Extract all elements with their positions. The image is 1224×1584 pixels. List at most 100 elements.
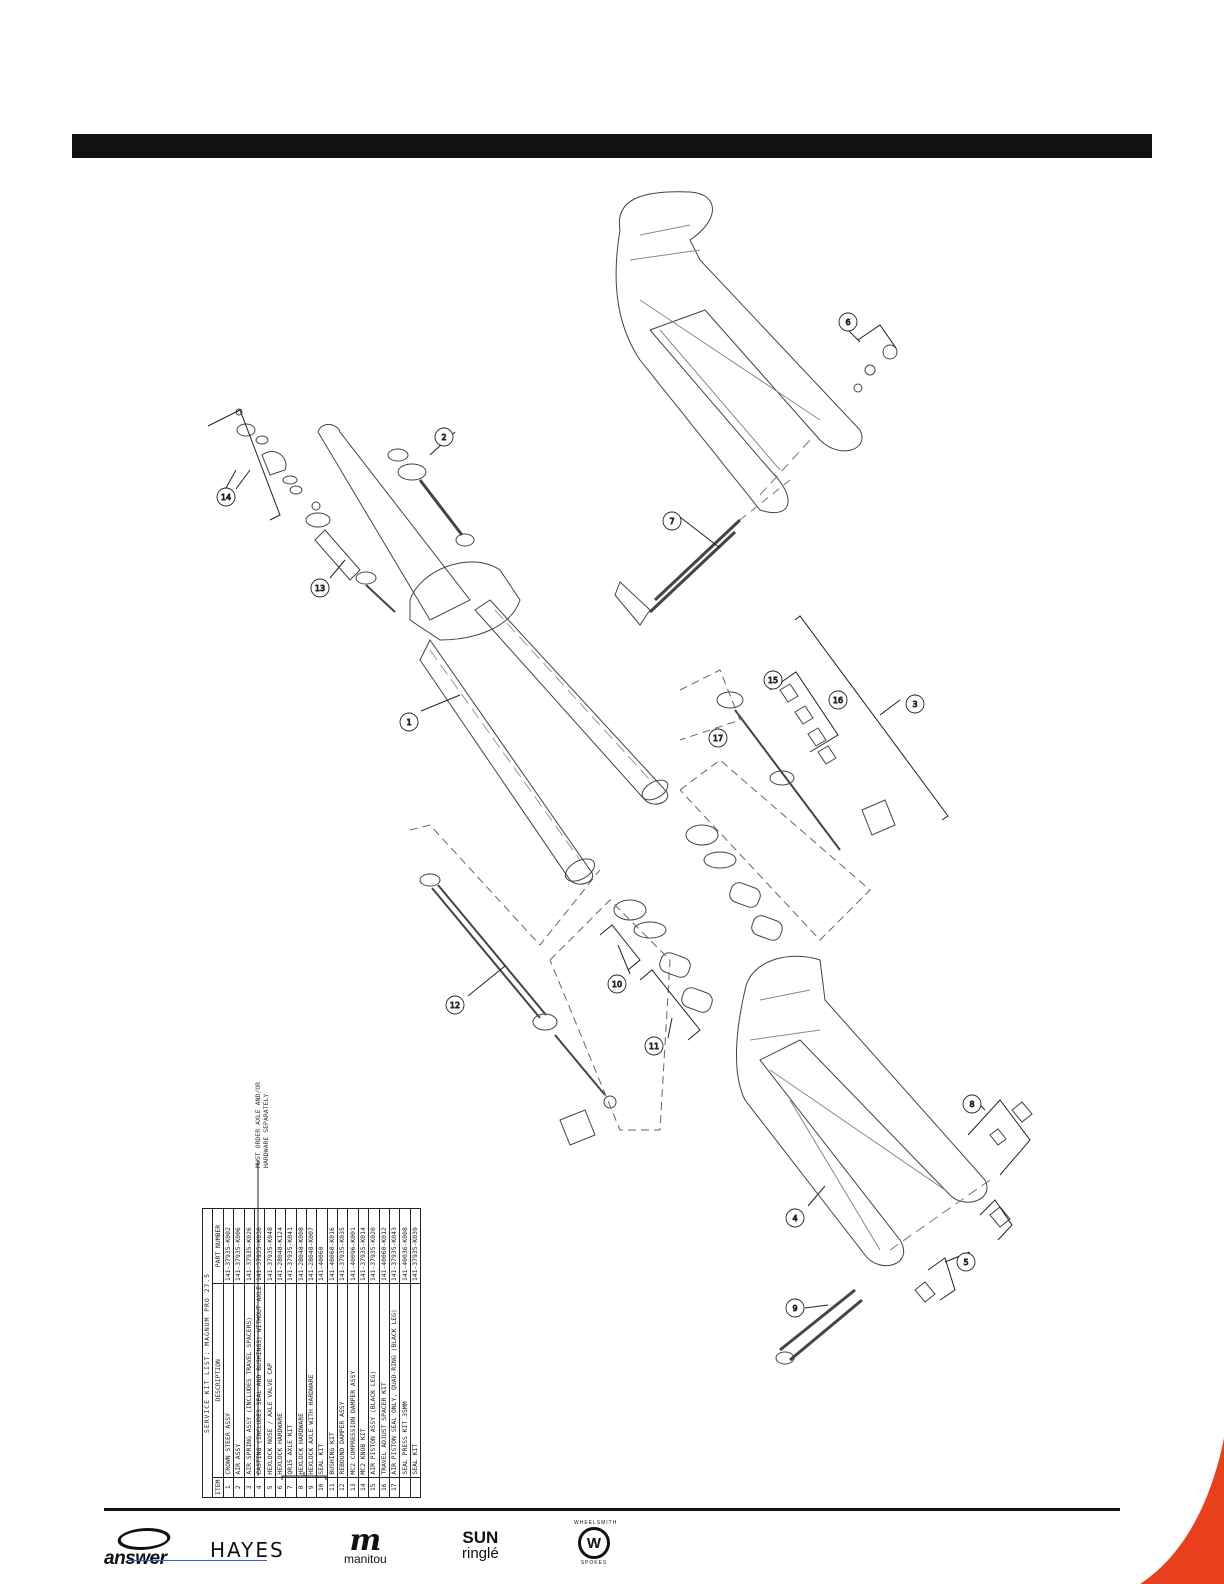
lower-leg-casting-top (615, 191, 863, 514)
table-cell-item: 2 (233, 1477, 245, 1498)
table-cell-item: 9 (306, 1477, 317, 1498)
svg-text:9: 9 (792, 1304, 797, 1313)
air-assy (387, 448, 475, 547)
callout-15: 15 (763, 670, 783, 690)
table-cell-item: 7 (285, 1477, 297, 1498)
svg-text:12: 12 (450, 1001, 460, 1010)
sun-ringle-logo: SUN ringlé (462, 1529, 499, 1562)
table-cell-description: MC2 COMPRESSION DAMPER ASSY (347, 1283, 359, 1478)
table-cell-description: MC2 KNOB KIT (358, 1283, 369, 1478)
answer-wordmark: answer (104, 1548, 167, 1569)
header-description: DESCRIPTION (212, 1283, 224, 1478)
table-cell-description: REBOUND DAMPER ASSY (337, 1283, 348, 1478)
svg-text:16: 16 (833, 696, 843, 705)
table-cell-item (410, 1477, 421, 1498)
table-cell-item: 11 (327, 1477, 338, 1498)
wheelsmith-bottom-text: SPOKES (580, 1560, 608, 1566)
svg-text:8: 8 (969, 1100, 974, 1109)
table-title: SERVICE KIT LIST: MAGNUM PRO 27.5 (202, 1208, 213, 1498)
table-cell-item: 12 (337, 1477, 348, 1498)
air-spring-assy (716, 683, 896, 851)
table-cell-part: 141-40060-K016 (327, 1208, 338, 1284)
crown-steer-assy (317, 424, 669, 885)
leader-lines (235, 431, 971, 1309)
table-cell-item: 17 (389, 1477, 400, 1498)
table-cell-item: 6 (275, 1477, 286, 1498)
table-cell-description: QR15 AXLE KIT (285, 1283, 297, 1478)
table-cell-description: HEXLOCK AXLE WITH HARDWARE (306, 1283, 317, 1478)
header-part-number: PART NUMBER (212, 1208, 224, 1284)
rebound-damper (419, 873, 617, 1146)
table-cell-part: 141-40060-K012 (379, 1208, 390, 1284)
callout-4: 4 (785, 1208, 805, 1228)
table-cell-item: 3 (244, 1477, 255, 1498)
svg-text:2: 2 (441, 433, 446, 442)
table-cell-description: CASTING (INCLUDES SEAL AND BUSHINGS) WIT… (254, 1283, 265, 1478)
leader-brackets (207, 324, 1031, 1301)
table-cell-description: AIR PISTON SEAL ONLY, QUAD-RING (BLACK L… (389, 1283, 400, 1478)
manitou-mark: m (349, 1523, 382, 1558)
lower-leg-casting (736, 955, 991, 1267)
answer-mark-icon (113, 1528, 175, 1550)
table-cell-part: 141-37935-K043 (389, 1208, 400, 1284)
hayes-logo: HAYES (210, 1538, 285, 1562)
svg-text:7: 7 (669, 517, 674, 526)
table-cell-description: TRAVEL ADJUST SPACER KIT (379, 1283, 390, 1478)
svg-text:1: 1 (406, 718, 411, 727)
table-cell-item: 10 (316, 1477, 328, 1498)
callout-1: 1 (399, 712, 419, 732)
travel-spacers (779, 683, 837, 765)
table-cell-item: 4 (254, 1477, 265, 1498)
table-cell-description: HEXLOCK HARDWARE (296, 1283, 307, 1478)
svg-text:3: 3 (912, 700, 917, 709)
table-cell-part: 141-37935-K035 (337, 1208, 348, 1284)
table-cell-description: HEXLOCK HARDWARE (275, 1283, 286, 1478)
callout-7: 7 (662, 511, 682, 531)
service-kit-table: SERVICE KIT LIST: MAGNUM PRO 27.5 ITEM D… (202, 1208, 421, 1498)
table-cell-part: 141-37935-K048 (264, 1208, 276, 1284)
hexlock-axle (775, 344, 1033, 1365)
link-underline[interactable] (127, 1560, 267, 1561)
header-bar (72, 134, 1152, 158)
ringle-wordmark: ringlé (462, 1545, 499, 1562)
table-cell-description: AIR SPRING ASSY (INCLUDES TRAVEL SPACERS… (244, 1283, 255, 1478)
table-cell-part: 141-40096-K001 (347, 1208, 359, 1284)
wheelsmith-mark: W (578, 1527, 610, 1559)
callout-10: 10 (607, 974, 627, 994)
table-cell-part: 141-37935-K030 (254, 1208, 265, 1284)
table-cell-description: BUSHING KIT (327, 1283, 338, 1478)
svg-text:10: 10 (612, 980, 622, 989)
table-cell-item: 14 (358, 1477, 369, 1498)
svg-text:17: 17 (713, 734, 723, 743)
manitou-wordmark: manitou (344, 1552, 387, 1566)
table-cell-item: 1 (223, 1477, 234, 1498)
table-cell-description: SEAL PRESS KIT 35MM (399, 1283, 411, 1478)
svg-text:4: 4 (792, 1214, 797, 1223)
table-cell-description: SEAL KIT (410, 1283, 421, 1478)
table-cell-part: 141-28048-K007 (306, 1208, 317, 1284)
wheelsmith-top-text: WHEELSMITH (574, 1520, 618, 1526)
table-cell-item: 8 (296, 1477, 307, 1498)
corner-accent (1140, 1438, 1224, 1584)
table-cell-part: 141-37935-K014 (358, 1208, 369, 1284)
wheelsmith-logo: WHEELSMITH W SPOKES (574, 1520, 618, 1566)
hardware-note: MUST ORDER AXLE AND/OR HARDWARE SEPARATE… (254, 1081, 270, 1168)
group-outlines (409, 669, 871, 1131)
svg-text:6: 6 (845, 318, 850, 327)
table-cell-description: HEXLOCK NOSE / AXLE VALVE CAP (264, 1283, 276, 1478)
table-cell-description: AIR ASSY (233, 1283, 245, 1478)
mc2-compression-damper (305, 512, 396, 613)
